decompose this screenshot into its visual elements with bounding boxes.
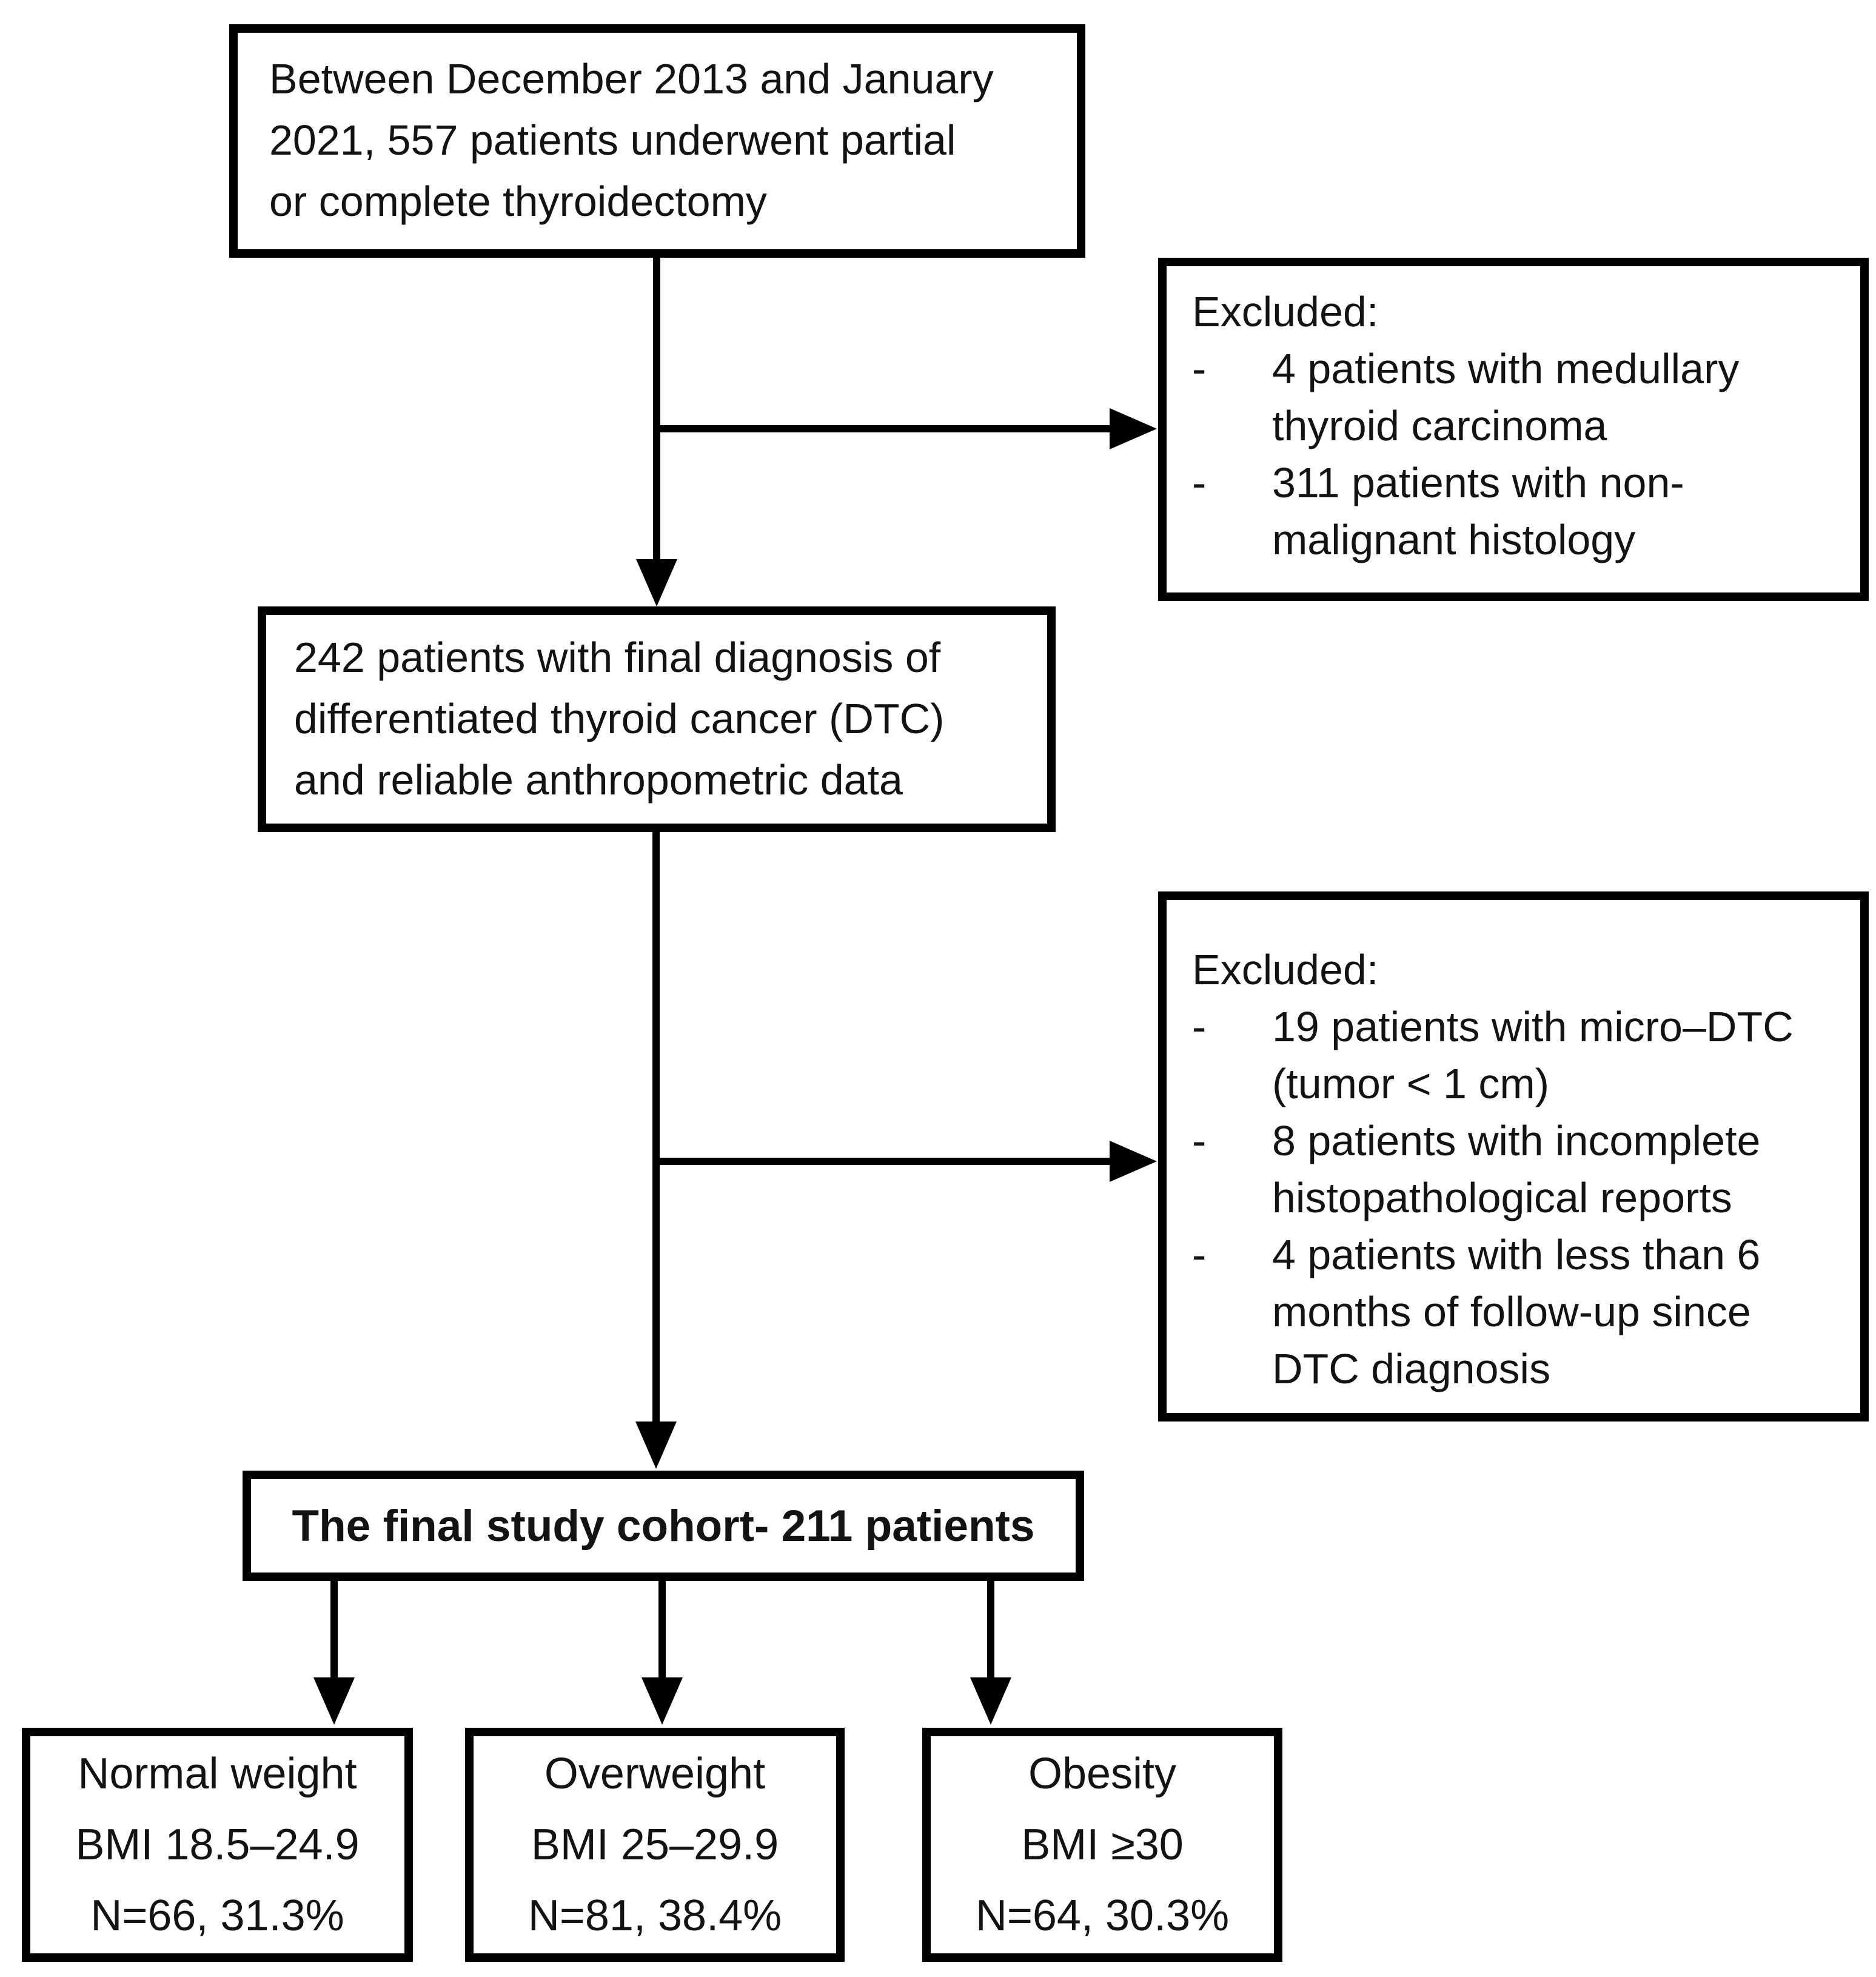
connector-dtc-to-cohort [652,832,660,1425]
group-count: N=66, 31.3% [90,1891,344,1940]
connector-initial-to-dtc [653,258,660,564]
box-excluded-first: Excluded: - 4 patients with medullary th… [1158,258,1869,601]
box-dtc-cohort: 242 patients with final diagnosis of dif… [258,606,1056,832]
arrowhead-cohort-to-obesity [970,1677,1011,1725]
group-title: Normal weight [78,1749,357,1798]
excluded-item: - 4 patients with less than 6 months of … [1192,1226,1848,1397]
initial-population-line: Between December 2013 and January [269,55,994,102]
connector-to-excluded-1 [653,425,1111,432]
box-group-obesity: Obesity BMI ≥30 N=64, 30.3% [922,1728,1282,1962]
excluded-heading: Excluded: [1192,288,1379,335]
group-bmi-range: BMI 25–29.9 [531,1820,779,1869]
excluded-item-line: 4 patients with medullary [1272,345,1740,392]
group-count: N=64, 30.3% [975,1891,1230,1940]
connector-cohort-to-obesity [987,1581,994,1680]
box-final-cohort: The final study cohort- 211 patients [243,1471,1084,1581]
dtc-cohort-line: differentiated thyroid cancer (DTC) [294,695,945,742]
excluded-item-line: histopathological reports [1272,1174,1732,1221]
dtc-cohort-line: and reliable anthropometric data [294,756,903,804]
excluded-item-line: DTC diagnosis [1272,1345,1551,1392]
arrowhead-cohort-to-overweight [642,1677,683,1725]
excluded-item-line: thyroid carcinoma [1272,402,1607,449]
arrowhead-dtc-to-cohort [635,1421,677,1469]
excluded-item-line: months of follow-up since [1272,1288,1751,1335]
excluded-item: - 4 patients with medullary thyroid carc… [1192,340,1848,454]
initial-population-line: or complete thyroidectomy [269,178,767,225]
connector-to-excluded-2 [652,1158,1111,1165]
arrowhead-to-excluded-1 [1110,408,1157,449]
group-count: N=81, 38.4% [528,1891,782,1940]
initial-population-line: 2021, 557 patients underwent partial [269,116,956,164]
excluded-item: - 8 patients with incomplete histopathol… [1192,1112,1848,1226]
box-group-overweight: Overweight BMI 25–29.9 N=81, 38.4% [465,1728,845,1962]
arrowhead-cohort-to-normal-weight [313,1677,355,1725]
box-initial-population: Between December 2013 and January 2021, … [229,24,1085,258]
excluded-item-line: 311 patients with non- [1272,459,1684,506]
box-excluded-second: Excluded: - 19 patients with micro–DTC (… [1158,891,1869,1421]
bullet-dash: - [1192,1003,1207,1050]
excluded-item: - 311 patients with non- malignant histo… [1192,454,1848,568]
group-bmi-range: BMI ≥30 [1021,1820,1184,1869]
excluded-item-line: 19 patients with micro–DTC [1272,1003,1794,1050]
final-cohort-text: The final study cohort- 211 patients [292,1501,1035,1551]
arrowhead-initial-to-dtc [636,559,677,606]
excluded-item-line: 4 patients with less than 6 [1272,1231,1761,1278]
excluded-item-line: (tumor < 1 cm) [1272,1060,1550,1107]
excluded-item: - 19 patients with micro–DTC (tumor < 1 … [1192,998,1848,1112]
bullet-dash: - [1192,1231,1207,1278]
excluded-heading: Excluded: [1192,946,1379,993]
excluded-item-line: malignant histology [1272,516,1636,563]
box-group-normal-weight: Normal weight BMI 18.5–24.9 N=66, 31.3% [22,1728,413,1962]
connector-cohort-to-normal-weight [330,1581,338,1680]
bullet-dash: - [1192,1117,1207,1164]
connector-cohort-to-overweight [658,1581,666,1680]
arrowhead-to-excluded-2 [1110,1141,1157,1182]
group-title: Overweight [544,1749,766,1798]
group-bmi-range: BMI 18.5–24.9 [75,1820,360,1869]
bullet-dash: - [1192,459,1207,506]
excluded-item-line: 8 patients with incomplete [1272,1117,1761,1164]
bullet-dash: - [1192,345,1207,392]
dtc-cohort-line: 242 patients with final diagnosis of [294,634,941,681]
group-title: Obesity [1028,1749,1177,1798]
